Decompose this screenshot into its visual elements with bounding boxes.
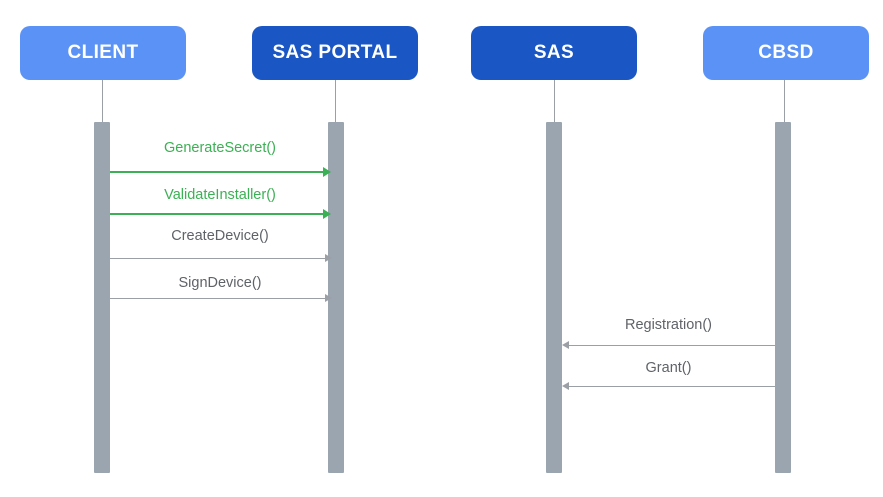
arrow-head-validate-installer-icon: [323, 209, 331, 219]
lifeline-cbsd: [784, 80, 785, 125]
message-line-validate-installer: [110, 213, 324, 215]
actor-label-sas: SAS: [533, 42, 575, 63]
message-label-grant: Grant(): [645, 360, 692, 376]
arrow-head-generate-secret-icon: [323, 167, 331, 177]
actor-box-cbsd[interactable]: CBSD: [703, 26, 869, 80]
message-label-validate-installer: ValidateInstaller(): [164, 187, 276, 203]
activation-bar-cbsd: [775, 122, 791, 473]
message-label-generate-secret: GenerateSecret(): [163, 140, 277, 156]
message-line-grant: [569, 386, 775, 388]
actor-label-cbsd: CBSD: [758, 42, 814, 63]
arrow-head-grant-icon: [562, 382, 569, 390]
message-label-create-device: CreateDevice(): [171, 228, 269, 244]
actor-box-sas-portal[interactable]: SAS PORTAL: [252, 26, 418, 80]
message-line-registration: [569, 345, 775, 347]
activation-bar-sas-portal: [328, 122, 344, 473]
arrow-head-sign-device-icon: [325, 294, 332, 302]
actor-box-sas[interactable]: SAS: [471, 26, 637, 80]
message-label-sign-device: SignDevice(): [178, 275, 262, 291]
activation-bar-client: [94, 122, 110, 473]
message-label-registration: Registration(): [624, 317, 713, 333]
activation-bar-sas: [546, 122, 562, 473]
lifeline-sas: [554, 80, 555, 125]
actor-label-client: CLIENT: [67, 42, 139, 63]
actor-label-sas-portal: SAS PORTAL: [272, 42, 398, 63]
lifeline-sas-portal: [335, 80, 336, 125]
lifeline-client: [102, 80, 103, 125]
arrow-head-registration-icon: [562, 341, 569, 349]
arrow-head-create-device-icon: [325, 254, 332, 262]
message-line-create-device: [110, 258, 326, 260]
message-line-sign-device: [110, 298, 326, 300]
message-line-generate-secret: [110, 171, 324, 173]
actor-box-client[interactable]: CLIENT: [20, 26, 186, 80]
